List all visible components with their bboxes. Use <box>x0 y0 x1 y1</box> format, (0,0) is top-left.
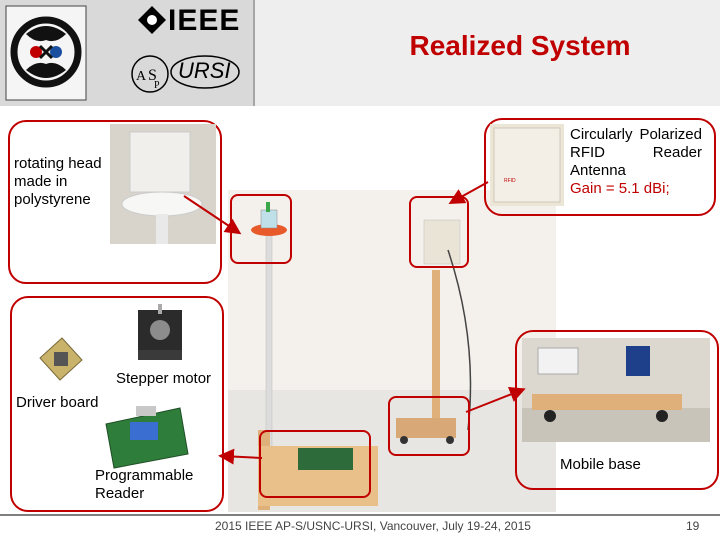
antenna-detail-photo: RFID <box>490 124 564 206</box>
logo-panel: A S P <box>0 0 255 106</box>
rotating-head-callout <box>8 120 222 284</box>
svg-text:A: A <box>136 69 147 84</box>
slide-title: Realized System <box>409 30 631 61</box>
mobile-base-frame <box>388 396 470 456</box>
rotating-head-label: rotating head made in polystyrene <box>14 155 102 208</box>
mobile-base-photo <box>522 338 710 442</box>
antenna-photo <box>423 219 461 265</box>
mobile-base-callout <box>515 330 719 490</box>
electronics-callout <box>10 296 224 512</box>
programmable-reader-photo <box>105 406 189 469</box>
footer-rule <box>0 514 720 516</box>
mobile-base-label: Mobile base <box>560 456 641 473</box>
arrow-reader <box>218 448 263 465</box>
stepper-motor-photo <box>138 304 182 360</box>
aps-logo-icon: A S P <box>131 55 169 93</box>
programmable-reader-label: Programmable Reader <box>95 467 194 502</box>
header-band <box>255 0 720 106</box>
antenna-frame <box>409 196 469 268</box>
ursi-logo-text: URSI <box>178 58 231 83</box>
antenna-spec-text: Circularly Polarized RFID Reader Antenna… <box>570 126 702 198</box>
arrow-rotating-head <box>183 195 242 235</box>
footer-text: 2015 IEEE AP-S/USNC-URSI, Vancouver, Jul… <box>215 519 531 533</box>
reader-frame <box>259 430 371 498</box>
svg-text:S: S <box>148 67 157 84</box>
page-number: 19 <box>686 519 700 533</box>
reader-board-photo <box>298 448 353 470</box>
driver-board-photo <box>39 337 83 381</box>
antenna-callout <box>484 118 716 216</box>
arrow-antenna <box>448 181 489 204</box>
antenna-gain: Gain = 5.1 dBi; <box>570 180 670 197</box>
ieee-diamond-icon <box>138 6 166 34</box>
rotating-head-disc <box>251 224 287 236</box>
svg-text:P: P <box>154 80 160 91</box>
conference-logo-art: A S P <box>5 5 240 101</box>
driver-board-label: Driver board <box>16 394 99 411</box>
svg-text:RFID: RFID <box>504 178 516 184</box>
stepper-motor-label: Stepper motor <box>116 370 212 387</box>
rotating-head-photo <box>110 124 216 244</box>
antenna-description: Circularly Polarized RFID Reader Antenna <box>570 126 702 179</box>
header-divider <box>253 0 255 106</box>
conference-emblem-icon <box>5 5 87 101</box>
ursi-oval-icon <box>170 55 240 89</box>
arrow-mobile-base <box>465 386 526 413</box>
ieee-logo-text: IEEE <box>168 4 241 37</box>
